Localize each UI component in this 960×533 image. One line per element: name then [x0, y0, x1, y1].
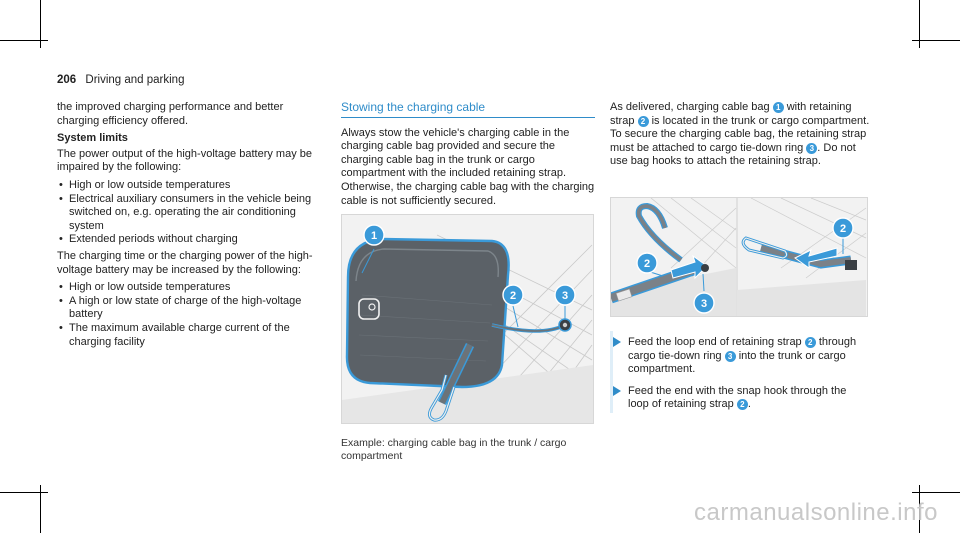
column-middle: Stowing the charging cable Always stow t…	[341, 100, 595, 212]
section-title-header: Driving and parking	[85, 74, 185, 86]
svg-text:2: 2	[644, 258, 650, 270]
step-2: Feed the end with the snap hook through …	[610, 385, 868, 412]
crop-mark	[912, 492, 960, 493]
column-left: the improved charging performance and be…	[57, 101, 319, 352]
steps-bar	[610, 331, 613, 413]
figure-callout-2-left: 2	[636, 252, 658, 274]
list-item: Electrical auxiliary consumers in the ve…	[57, 193, 319, 234]
stowing-paragraph: Always stow the vehicle's charging cable…	[341, 126, 595, 207]
list-item: High or low outside temperatures	[57, 281, 319, 295]
watermark: carmanualsonline.info	[694, 499, 938, 526]
callout-3: 3	[554, 284, 576, 306]
step-arrow-icon	[613, 337, 621, 347]
list-item: Extended periods without charging	[57, 233, 319, 247]
time-list: High or low outside temperatures A high …	[57, 281, 319, 349]
svg-text:3: 3	[701, 298, 707, 310]
badge-2: 2	[637, 115, 649, 127]
intro-text: the improved charging performance and be…	[57, 101, 284, 127]
system-limits-heading: System limits	[57, 132, 128, 145]
list-item: High or low outside temperatures	[57, 179, 319, 193]
crop-mark	[919, 0, 920, 48]
badge-1: 1	[772, 102, 784, 113]
crop-mark	[0, 40, 48, 41]
list-item: A high or low state of charge of the hig…	[57, 295, 319, 322]
badge-3: 3	[724, 350, 736, 362]
svg-text:1: 1	[371, 230, 377, 242]
delivery-paragraph: As delivered, charging cable bag 1 with …	[610, 101, 870, 168]
list-item: The maximum available charge current of …	[57, 322, 319, 349]
callout-2: 2	[502, 284, 524, 306]
retaining-strap-illustration: 2 2 3	[611, 198, 867, 316]
crop-mark	[912, 40, 960, 41]
retaining-strap-figure: 2 2 3	[610, 197, 868, 317]
crop-mark	[0, 492, 48, 493]
power-paragraph: The power output of the high-voltage bat…	[57, 147, 312, 174]
callout-1: 1	[363, 224, 385, 246]
page-header: 206 Driving and parking	[57, 74, 184, 86]
figure-callout-2-right: 2	[832, 217, 854, 239]
crop-mark	[40, 0, 41, 48]
charging-cable-bag-figure: 1 2 3	[341, 214, 594, 424]
svg-text:2: 2	[840, 223, 846, 235]
badge-2: 2	[736, 399, 748, 411]
power-list: High or low outside temperatures Electri…	[57, 179, 319, 247]
column-right: As delivered, charging cable bag 1 with …	[610, 101, 874, 173]
charging-cable-bag-illustration: 1 2 3	[342, 215, 593, 423]
figure-callout-3: 3	[693, 292, 715, 314]
svg-text:2: 2	[510, 290, 516, 302]
time-paragraph: The charging time or the charging power …	[57, 249, 313, 276]
badge-3: 3	[806, 142, 818, 154]
badge-2: 2	[804, 337, 816, 348]
steps: Feed the loop end of retaining strap 2 t…	[610, 336, 868, 420]
step-arrow-icon	[613, 385, 621, 396]
crop-mark	[919, 485, 920, 533]
figure-caption: Example: charging cable bag in the trunk…	[341, 437, 567, 462]
page-number: 206	[57, 74, 77, 86]
crop-mark	[40, 485, 41, 533]
svg-text:3: 3	[562, 290, 568, 302]
stowing-section-title: Stowing the charging cable	[341, 100, 595, 118]
step-1: Feed the loop end of retaining strap 2 t…	[610, 336, 868, 377]
